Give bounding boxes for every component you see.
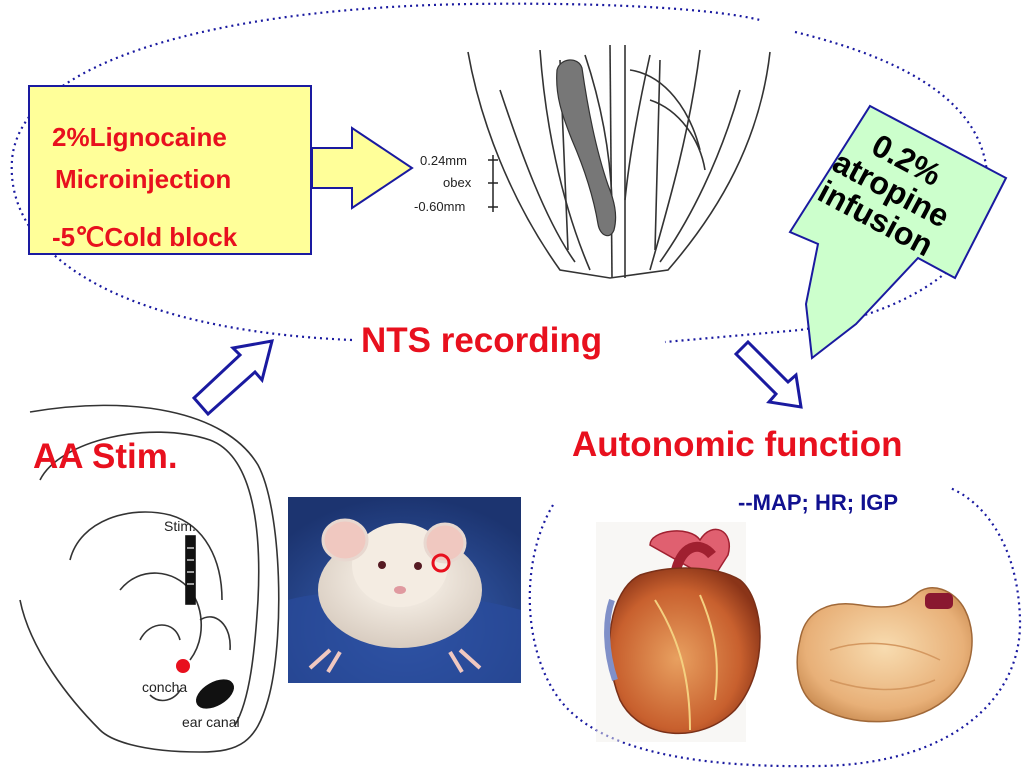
aa-stim-label: AA Stim. bbox=[33, 437, 178, 476]
top-dotted-ellipse-right bbox=[664, 30, 989, 344]
stomach-icon bbox=[796, 587, 973, 723]
ear-canal-label: ear canal bbox=[182, 714, 240, 730]
lignocaine-line2: Microinjection bbox=[55, 164, 232, 194]
scale-upper: 0.24mm bbox=[420, 153, 467, 168]
arrow-aa-to-nts bbox=[191, 339, 275, 417]
brainstem-scale: 0.24mm obex -0.60mm bbox=[414, 153, 498, 214]
atropine-arrow bbox=[788, 104, 1008, 360]
ear-icon bbox=[19, 404, 280, 753]
top-dotted-ellipse bbox=[10, 2, 761, 342]
lignocaine-box bbox=[28, 85, 312, 255]
yellow-arrow bbox=[311, 126, 414, 210]
autonomic-subtitle: --MAP; HR; IGP bbox=[738, 490, 899, 515]
ear-stim-label: Stim. bbox=[164, 518, 196, 534]
heart-icon bbox=[596, 522, 761, 742]
lignocaine-line3: -5℃Cold block bbox=[52, 222, 238, 252]
autonomic-function-label: Autonomic function bbox=[572, 425, 903, 464]
rat-photo-icon bbox=[288, 497, 521, 683]
scale-middle: obex bbox=[443, 175, 472, 190]
bottom-dotted-ellipse bbox=[528, 486, 1022, 768]
lignocaine-line1: 2%Lignocaine bbox=[52, 122, 227, 152]
scale-lower: -0.60mm bbox=[414, 199, 465, 214]
brainstem-icon bbox=[467, 44, 771, 279]
nts-recording-label: NTS recording bbox=[361, 321, 603, 360]
ear-concha-label: concha bbox=[142, 679, 187, 695]
arrow-nts-to-autonomic bbox=[733, 339, 803, 409]
